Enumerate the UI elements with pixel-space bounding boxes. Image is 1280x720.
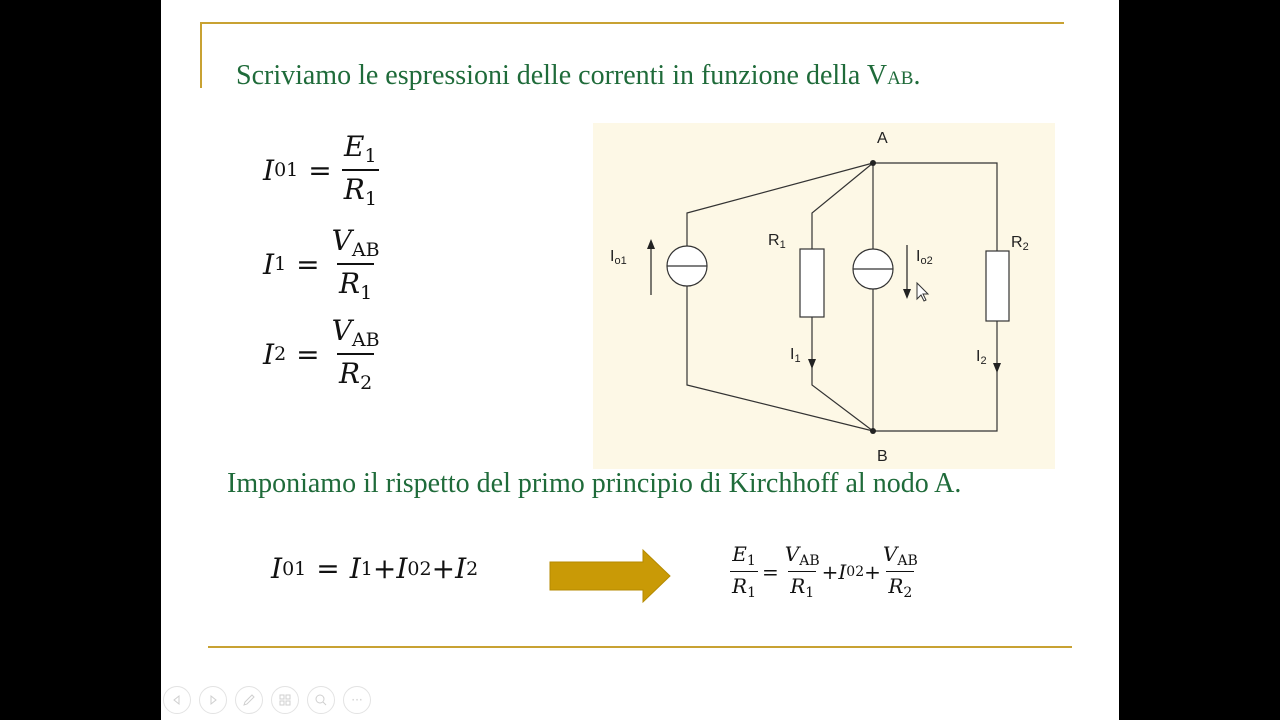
zoom-icon[interactable] xyxy=(307,686,335,714)
fraction: E1 R1 xyxy=(341,130,379,210)
bottom-rule xyxy=(208,646,1072,648)
label-node-a: A xyxy=(877,130,888,147)
right-arrow-icon xyxy=(549,548,671,604)
fraction: VAB R1 xyxy=(331,224,380,304)
top-rule-tick xyxy=(200,22,202,88)
prev-icon[interactable] xyxy=(163,686,191,714)
kirchhoff-heading: Imponiamo il rispetto del primo principi… xyxy=(227,468,962,499)
resistor-r2 xyxy=(985,250,1010,322)
fraction: VAB R2 xyxy=(331,314,380,394)
wire-bottom xyxy=(686,285,998,432)
label-r2: R2 xyxy=(1011,234,1029,253)
wire-r1-bottom xyxy=(811,317,874,432)
label-i1: I1 xyxy=(790,346,801,365)
mouse-cursor-icon xyxy=(916,281,930,302)
label-r1: R1 xyxy=(768,232,786,251)
label-i2: I2 xyxy=(976,348,987,367)
slide: Scriviamo le espressioni delle correnti … xyxy=(161,0,1119,720)
slideshow-toolbar: ··· xyxy=(163,686,371,714)
pen-icon[interactable] xyxy=(235,686,263,714)
wire-top xyxy=(686,162,998,251)
circuit-diagram: A B Io1 R1 Io2 R2 I1 I2 xyxy=(593,123,1055,469)
more-icon[interactable]: ··· xyxy=(343,686,371,714)
label-node-b: B xyxy=(877,448,888,465)
arrow-i2 xyxy=(993,363,1001,373)
arrow-i1 xyxy=(808,359,816,369)
slides-icon[interactable] xyxy=(271,686,299,714)
node-a-dot xyxy=(870,160,876,166)
slide-title: Scriviamo le espressioni delle correnti … xyxy=(236,60,921,91)
next-icon[interactable] xyxy=(199,686,227,714)
circuit-svg: A B Io1 R1 Io2 R2 I1 I2 xyxy=(610,130,1029,465)
top-rule xyxy=(200,22,1064,24)
label-i01: Io1 xyxy=(610,248,627,267)
label-i02: Io2 xyxy=(916,248,933,267)
node-b-dot xyxy=(870,428,876,434)
resistor-r1 xyxy=(799,248,825,318)
wire-r1-top xyxy=(811,162,874,249)
